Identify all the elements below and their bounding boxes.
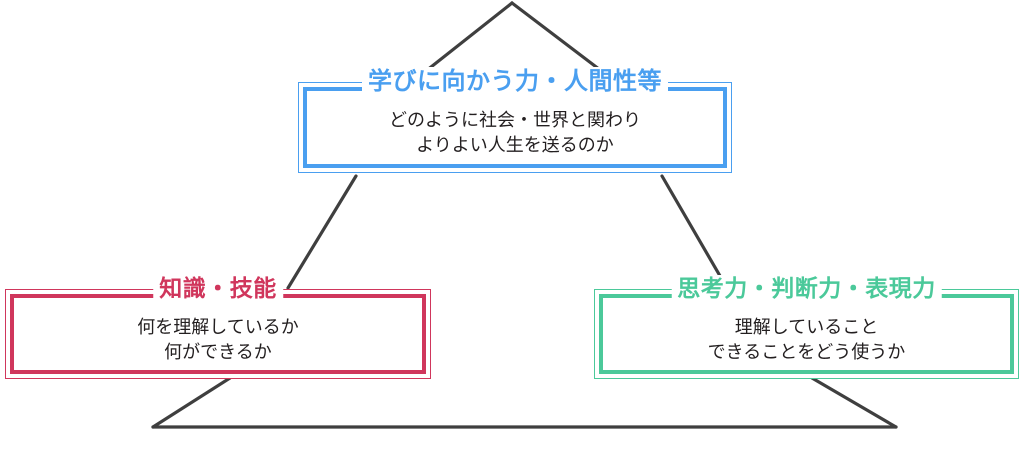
line-right-to-base (810, 376, 898, 429)
node-body-line: 理解していること (734, 317, 879, 338)
card-inner-frame (303, 87, 727, 168)
node-body-line: 何を理解しているか (137, 317, 299, 338)
node-title-right: 思考力・判断力・表現力 (671, 275, 942, 303)
node-body-line: どのように社会・世界と関わり (389, 110, 641, 131)
node-card-top[interactable]: 学びに向かう力・人間性等 どのように社会・世界と関わり よりよい人生を送るのか (298, 67, 732, 173)
node-title-left: 知識・技能 (153, 275, 283, 303)
node-body-top: どのように社会・世界と関わり よりよい人生を送るのか (310, 108, 720, 158)
node-card-right[interactable]: 思考力・判断力・表現力 理解していること できることをどう使うか (594, 275, 1019, 379)
node-title-top: 学びに向かう力・人間性等 (362, 67, 668, 95)
node-card-left[interactable]: 知識・技能 何を理解しているか 何ができるか (5, 275, 431, 379)
node-body-line: よりよい人生を送るのか (416, 135, 614, 156)
line-left-to-base (151, 376, 232, 429)
card-inner-frame (10, 294, 426, 374)
line-top-to-left (286, 174, 358, 290)
node-body-right: 理解していること できることをどう使うか (606, 315, 1007, 365)
node-body-left: 何を理解しているか 何ができるか (17, 315, 419, 365)
line-top-to-right (660, 174, 729, 290)
node-body-line: 何ができるか (164, 342, 272, 363)
node-body-line: できることをどう使うか (707, 342, 906, 363)
